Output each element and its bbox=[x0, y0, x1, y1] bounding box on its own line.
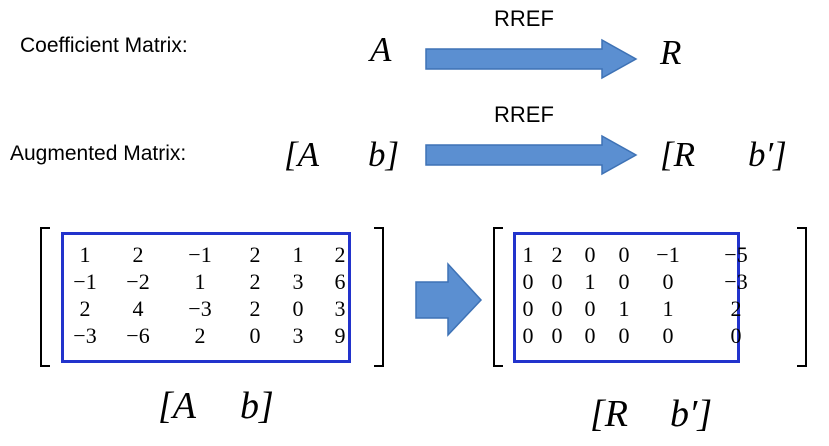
matrix-entry: 1 bbox=[584, 268, 596, 294]
matrix-entry: 0 bbox=[618, 268, 630, 294]
reduced-block-highlight bbox=[513, 232, 740, 363]
matrix-entry: 2 bbox=[730, 295, 742, 321]
matrix-entry: 0 bbox=[618, 322, 630, 348]
left-caption-a: [A bbox=[158, 385, 196, 427]
matrix-entry: 0 bbox=[662, 268, 674, 294]
matrix-entry: 3 bbox=[292, 322, 304, 348]
matrix-entry: 9 bbox=[334, 322, 346, 348]
augmented-matrix-b: b] bbox=[368, 135, 400, 174]
right-caption-b-prime: b′] bbox=[670, 393, 713, 435]
matrix-entry: 0 bbox=[292, 295, 304, 321]
matrix-entry: −3 bbox=[724, 268, 748, 294]
transform-arrow bbox=[415, 262, 483, 337]
matrix-entry: 2 bbox=[551, 241, 563, 267]
left-caption-b: b] bbox=[240, 385, 274, 427]
matrix-entry: 0 bbox=[551, 322, 563, 348]
matrix-entry: 1 bbox=[618, 295, 630, 321]
matrix-row: −3 −6 2 0 3 9 bbox=[62, 322, 362, 349]
right-bracket bbox=[797, 227, 807, 367]
matrix-entry: −3 bbox=[188, 295, 212, 321]
matrix-entry: 0 bbox=[730, 322, 742, 348]
matrix-entry: 0 bbox=[522, 268, 534, 294]
matrix-entry: −1 bbox=[73, 268, 97, 294]
augmented-matrix-label: Augmented Matrix: bbox=[10, 142, 187, 165]
rref-result-symbol: R bbox=[660, 33, 682, 72]
matrix-entry: 0 bbox=[584, 295, 596, 321]
matrix-entry: 2 bbox=[194, 322, 206, 348]
right-caption-r: [R bbox=[590, 393, 628, 435]
augmented-result-r: [R bbox=[660, 135, 695, 174]
matrix-entry: 2 bbox=[249, 295, 261, 321]
matrix-entry: 0 bbox=[584, 322, 596, 348]
matrix-entry: 3 bbox=[292, 268, 304, 294]
matrix-entry: −6 bbox=[126, 322, 150, 348]
matrix-entry: −5 bbox=[724, 241, 748, 267]
matrix-entry: 6 bbox=[334, 268, 346, 294]
augmented-result-b-prime: b′] bbox=[748, 135, 787, 174]
matrix-entry: 0 bbox=[249, 322, 261, 348]
matrix-entry: 0 bbox=[522, 295, 534, 321]
rref-label-2: RREF bbox=[494, 102, 554, 127]
matrix-entry: −2 bbox=[126, 268, 150, 294]
matrix-entry: 1 bbox=[79, 241, 91, 267]
matrix-row: 2 4 −3 2 0 3 bbox=[62, 295, 362, 322]
matrix-entry: 2 bbox=[334, 241, 346, 267]
matrix-entry: 0 bbox=[551, 268, 563, 294]
matrix-entry: −1 bbox=[656, 241, 680, 267]
matrix-entry: 1 bbox=[292, 241, 304, 267]
matrix-entry: 0 bbox=[618, 241, 630, 267]
left-bracket bbox=[40, 227, 50, 367]
matrix-entry: 2 bbox=[132, 241, 144, 267]
rref-arrow-1 bbox=[425, 38, 638, 80]
matrix-row: 1 2 −1 2 1 2 bbox=[62, 241, 362, 268]
matrix-entry: 2 bbox=[249, 268, 261, 294]
matrix-entry: 2 bbox=[249, 241, 261, 267]
matrix-entry: 4 bbox=[132, 295, 144, 321]
matrix-row: −1 −2 1 2 3 6 bbox=[62, 268, 362, 295]
matrix-entry: 1 bbox=[522, 241, 534, 267]
rref-label-1: RREF bbox=[494, 6, 554, 31]
left-bracket bbox=[493, 227, 503, 367]
coefficient-matrix-symbol: A bbox=[370, 30, 392, 69]
matrix-entry: 0 bbox=[522, 322, 534, 348]
matrix-entry: 2 bbox=[79, 295, 91, 321]
matrix-entry: −1 bbox=[188, 241, 212, 267]
matrix-entry: 1 bbox=[194, 268, 206, 294]
augmented-matrix-a: [A bbox=[284, 135, 319, 174]
rref-arrow-2 bbox=[425, 134, 638, 176]
coefficient-block-highlight bbox=[61, 232, 351, 363]
coefficient-matrix-label: Coefficient Matrix: bbox=[20, 34, 188, 57]
matrix-entry: −3 bbox=[73, 322, 97, 348]
matrix-entry: 1 bbox=[662, 295, 674, 321]
matrix-entry: 0 bbox=[662, 322, 674, 348]
matrix-entry: 0 bbox=[584, 241, 596, 267]
matrix-entry: 0 bbox=[551, 295, 563, 321]
matrix-entry: 3 bbox=[334, 295, 346, 321]
right-bracket bbox=[374, 227, 384, 367]
